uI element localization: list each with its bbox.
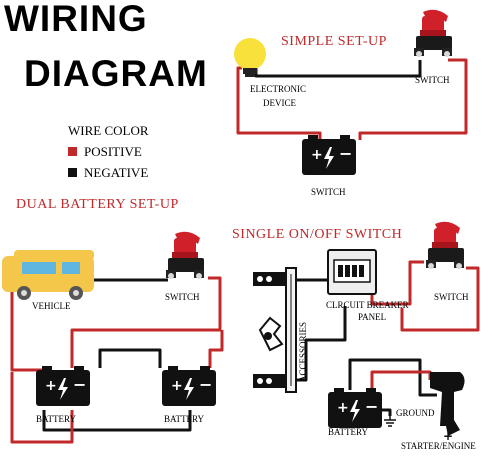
accessories-label: ACCESSORIES <box>298 322 308 382</box>
single-battery-label: BATTERY <box>328 427 369 437</box>
dual-switch-label: SWITCH <box>165 292 200 302</box>
simple-device-label-1: ELECTRONIC <box>250 84 306 94</box>
svg-text:+: + <box>443 429 453 443</box>
simple-switch-icon[interactable] <box>414 9 452 57</box>
simple-switch-label: SWITCH <box>415 75 450 85</box>
simple-battery-label: SWITCH <box>311 187 346 197</box>
accessories-panel <box>253 267 297 393</box>
outboard-engine-icon: + <box>430 372 465 443</box>
breaker-label-2: PANEL <box>358 312 386 322</box>
accessory-icon <box>258 316 284 352</box>
dual-battery-1-icon <box>36 366 90 406</box>
simple-device-label-2: DEVICE <box>263 98 296 108</box>
negative-swatch <box>68 168 77 177</box>
dual-battery-1-label: BATTERY <box>36 414 77 424</box>
title-line-1: WIRING <box>4 0 148 39</box>
ground-label: GROUND <box>396 408 435 418</box>
circuit-breaker-icon <box>327 249 377 295</box>
legend-positive: POSITIVE <box>84 144 142 159</box>
ground-icon <box>384 416 396 427</box>
positive-swatch <box>68 147 77 156</box>
single-switch-icon[interactable] <box>426 221 464 269</box>
single-battery-icon <box>328 388 382 428</box>
vehicle-label: VEHICLE <box>32 301 71 311</box>
legend-heading: WIRE COLOR <box>68 123 149 138</box>
single-switch-title: SINGLE ON/OFF SWITCH <box>232 227 402 242</box>
title-line-2: DIAGRAM <box>24 53 208 94</box>
dual-setup-title: DUAL BATTERY SET-UP <box>16 197 179 212</box>
lightbulb-icon <box>234 38 266 77</box>
legend-negative: NEGATIVE <box>84 165 148 180</box>
engine-label: STARTER/ENGINE <box>401 441 476 451</box>
dual-battery-2-label: BATTERY <box>164 414 205 424</box>
simple-setup-title: SIMPLE SET-UP <box>281 34 387 49</box>
simple-battery-icon <box>302 135 356 175</box>
single-switch-label: SWITCH <box>434 292 469 302</box>
vehicle-icon <box>2 250 94 300</box>
dual-battery-2-icon <box>162 366 216 406</box>
breaker-label-1: CLRCUIT BREAKER <box>326 300 409 310</box>
dual-switch-icon[interactable] <box>166 231 204 279</box>
